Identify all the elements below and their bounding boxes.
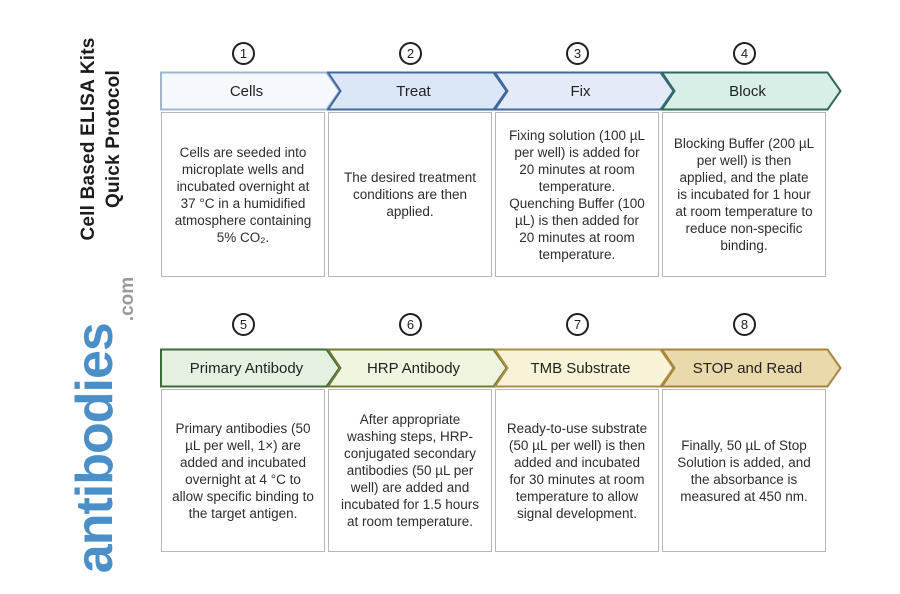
step-number: 2 <box>406 46 415 61</box>
arrow-shape <box>160 348 341 388</box>
step-description-box: Ready-to-use substrate (50 µL per well) … <box>495 389 659 552</box>
arrow-shape <box>661 348 842 388</box>
step-number-badge: 2 <box>399 42 422 65</box>
step-description-box: Finally, 50 µL of Stop Solution is added… <box>662 389 826 552</box>
step-description: The desired treatment conditions are the… <box>343 170 477 219</box>
step-description: Blocking Buffer (200 µL per well) is the… <box>673 136 815 253</box>
arrow-shape <box>494 348 675 388</box>
step-number: 4 <box>740 46 749 61</box>
step-description: Finally, 50 µL of Stop Solution is added… <box>677 437 811 504</box>
step-number: 7 <box>573 317 582 332</box>
step-number-badge: 4 <box>733 42 756 65</box>
step-number-badge: 8 <box>733 313 756 336</box>
step-8: 8 STOP and Read Finally, 50 µL of Stop S… <box>661 313 842 552</box>
step-arrow: STOP and Read <box>661 348 842 388</box>
logo-domain: .com <box>117 276 138 322</box>
step-number-badge: 7 <box>566 313 589 336</box>
step-arrow-label: Treat <box>396 82 431 100</box>
protocol-title: Cell Based ELISA Kits Quick Protocol <box>76 19 128 259</box>
step-description: After appropriate washing steps, HRP-con… <box>340 412 480 529</box>
arrow-shape <box>494 71 675 111</box>
step-number-badge: 5 <box>232 313 255 336</box>
step-description: Cells are seeded into microplate wells a… <box>174 144 312 245</box>
step-number: 8 <box>740 317 749 332</box>
step-description: Ready-to-use substrate (50 µL per well) … <box>506 420 648 521</box>
logo-wordmark: antibodies <box>66 323 124 574</box>
step-arrow: HRP Antibody <box>327 348 508 388</box>
step-arrow-label: HRP Antibody <box>366 359 461 377</box>
step-number-badge: 3 <box>566 42 589 65</box>
step-arrow: Primary Antibody <box>160 348 341 388</box>
step-arrow-label: Block <box>729 82 766 100</box>
step-4: 4 Block Blocking Buffer (200 µL per well… <box>661 42 842 277</box>
step-arrow-label: TMB Substrate <box>530 359 631 377</box>
step-arrow-label: Fix <box>570 82 591 100</box>
step-2: 2 Treat The desired treatment conditions… <box>327 42 508 277</box>
step-3: 3 Fix Fixing solution (100 µL per well) … <box>494 42 675 277</box>
step-number-badge: 6 <box>399 313 422 336</box>
step-arrow-label: STOP and Read <box>692 359 803 377</box>
step-arrow: TMB Substrate <box>494 348 675 388</box>
brand-logo: antibodies.com <box>50 270 140 580</box>
step-arrow: Block <box>661 71 842 111</box>
step-description-box: Fixing solution (100 µL per well) is add… <box>495 112 659 277</box>
step-arrow: Treat <box>327 71 508 111</box>
step-number: 5 <box>239 317 248 332</box>
step-description: Primary antibodies (50 µL per well, 1×) … <box>172 420 314 521</box>
step-arrow: Fix <box>494 71 675 111</box>
step-number: 6 <box>406 317 415 332</box>
step-arrow-label: Primary Antibody <box>189 359 304 377</box>
step-description-box: After appropriate washing steps, HRP-con… <box>328 389 492 552</box>
arrow-shape <box>327 348 508 388</box>
step-5: 5 Primary Antibody Primary antibodies (5… <box>160 313 341 552</box>
arrow-shape <box>327 71 508 111</box>
title-line-1: Cell Based ELISA Kits <box>78 37 99 241</box>
step-description-box: The desired treatment conditions are the… <box>328 112 492 277</box>
arrow-shape <box>160 71 341 111</box>
step-description: Fixing solution (100 µL per well) is add… <box>508 127 646 262</box>
step-arrow: Cells <box>160 71 341 111</box>
step-6: 6 HRP Antibody After appropriate washing… <box>327 313 508 552</box>
step-arrow-label: Cells <box>229 82 264 100</box>
step-description-box: Primary antibodies (50 µL per well, 1×) … <box>161 389 325 552</box>
step-number: 1 <box>239 46 248 61</box>
step-number-badge: 1 <box>232 42 255 65</box>
step-7: 7 TMB Substrate Ready-to-use substrate (… <box>494 313 675 552</box>
step-number: 3 <box>573 46 582 61</box>
step-1: 1 Cells Cells are seeded into microplate… <box>160 42 341 277</box>
step-description-box: Blocking Buffer (200 µL per well) is the… <box>662 112 826 277</box>
step-description-box: Cells are seeded into microplate wells a… <box>161 112 325 277</box>
title-line-2: Quick Protocol <box>103 70 124 208</box>
arrow-shape <box>661 71 842 111</box>
